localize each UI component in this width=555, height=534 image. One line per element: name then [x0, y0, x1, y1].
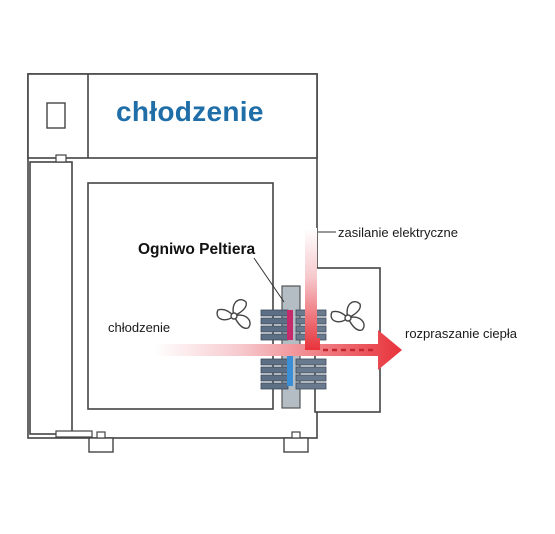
peltier-leader-line: [253, 257, 285, 303]
power-label: zasilanie elektryczne: [338, 225, 458, 240]
cabinet-door: [29, 161, 73, 435]
peltier-cold-junction: [287, 356, 293, 386]
panel-display: [46, 102, 66, 129]
foot-left: [88, 437, 114, 453]
peltier-label: Ogniwo Peltiera: [138, 241, 256, 258]
fan-cold-side-icon: [216, 298, 251, 329]
interior-chamber: [87, 182, 274, 410]
door-hinge-top: [55, 154, 67, 163]
power-supply-arrow: [305, 228, 320, 350]
foot-stem-right: [291, 431, 301, 439]
fan-hot-side-icon: [330, 300, 365, 331]
foot-right: [283, 437, 309, 453]
device-title: chłodzenie: [116, 96, 264, 127]
heat-flow-arrow: [154, 330, 402, 370]
cooling-label: chłodzenie: [108, 320, 171, 335]
control-panel: [27, 73, 318, 159]
door-hinge-bottom: [55, 430, 93, 438]
peltier-hot-junction: [287, 310, 293, 340]
foot-stem-left: [96, 431, 106, 439]
heat-dissipation-label: rozpraszanie ciepła: [405, 326, 518, 341]
